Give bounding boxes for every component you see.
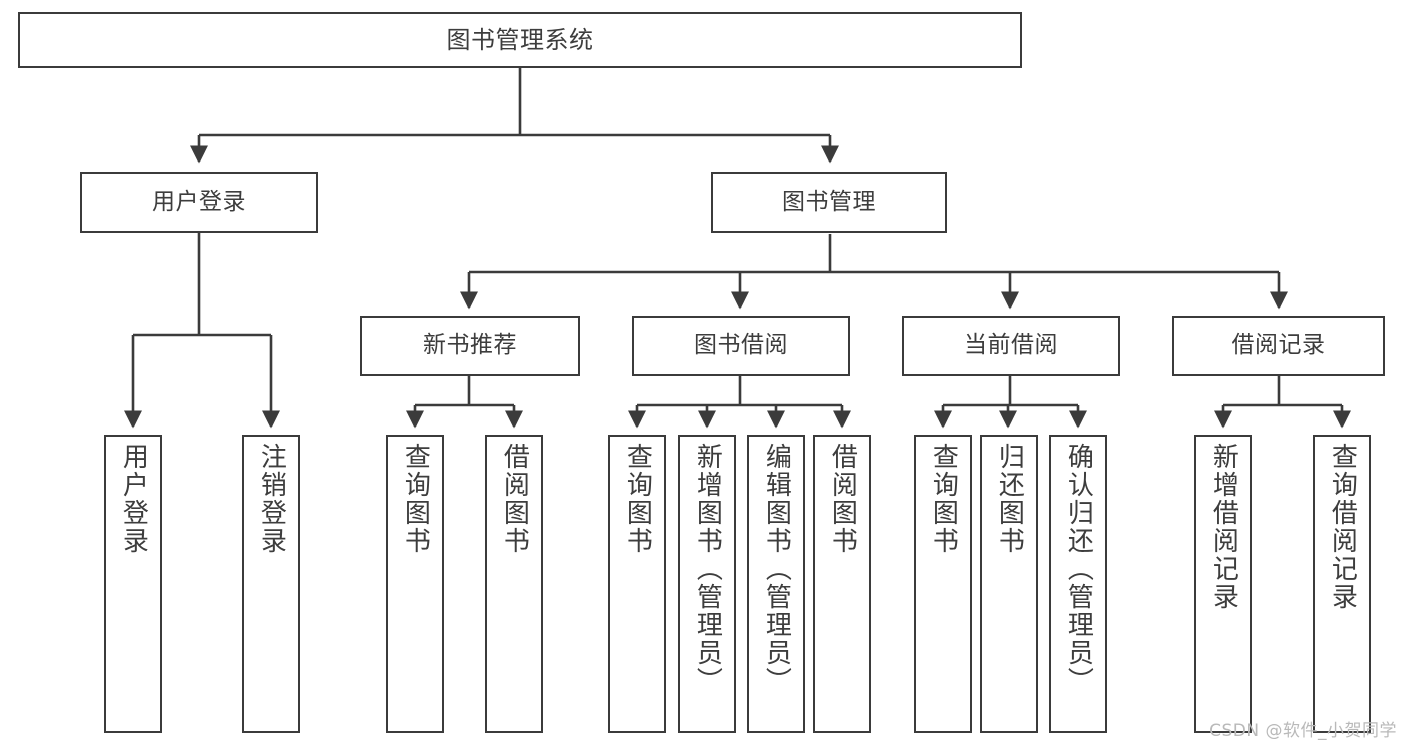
node-label: 归还图书 (994, 443, 1025, 555)
node-label: 编辑图书（管理员） (761, 443, 792, 695)
node-book-borrow[interactable]: 图书借阅 (632, 316, 850, 376)
node-root-book-management-system[interactable]: 图书管理系统 (18, 12, 1022, 68)
node-label: 当前借阅 (964, 332, 1058, 359)
node-label: 图书借阅 (694, 332, 788, 359)
node-label: 新增图书（管理员） (692, 443, 723, 695)
leaf-query-book-3[interactable]: 查询图书 (914, 435, 972, 733)
node-label: 借阅记录 (1231, 332, 1326, 359)
leaf-borrow-book-2[interactable]: 借阅图书 (813, 435, 871, 733)
node-new-book-recommend[interactable]: 新书推荐 (360, 316, 580, 376)
node-user-login[interactable]: 用户登录 (80, 172, 318, 233)
leaf-logout[interactable]: 注销登录 (242, 435, 300, 733)
node-label: 借阅图书 (827, 443, 858, 555)
node-current-borrow[interactable]: 当前借阅 (902, 316, 1120, 376)
leaf-confirm-return[interactable]: 确认归还（管理员） (1049, 435, 1107, 733)
leaf-query-book-1[interactable]: 查询图书 (386, 435, 444, 733)
node-label: 用户登录 (152, 188, 246, 215)
node-label: 借阅图书 (499, 443, 530, 555)
leaf-user-login[interactable]: 用户登录 (104, 435, 162, 733)
leaf-borrow-book-1[interactable]: 借阅图书 (485, 435, 543, 733)
node-label: 用户登录 (118, 443, 149, 555)
node-label: 新增借阅记录 (1208, 443, 1239, 611)
watermark-text: CSDN @软件_小贺同学 (1209, 721, 1397, 741)
node-book-manage[interactable]: 图书管理 (711, 172, 947, 233)
node-label: 查询图书 (928, 443, 959, 555)
leaf-query-record[interactable]: 查询借阅记录 (1313, 435, 1371, 733)
node-label: 图书管理 (782, 188, 876, 215)
node-label: 确认归还（管理员） (1063, 443, 1094, 695)
leaf-add-book[interactable]: 新增图书（管理员） (678, 435, 736, 733)
node-label: 查询借阅记录 (1327, 443, 1358, 611)
node-label: 图书管理系统 (446, 25, 594, 54)
leaf-edit-book[interactable]: 编辑图书（管理员） (747, 435, 805, 733)
node-label: 查询图书 (622, 443, 653, 555)
node-borrow-record[interactable]: 借阅记录 (1172, 316, 1385, 376)
node-label: 新书推荐 (423, 332, 517, 359)
node-label: 查询图书 (400, 443, 431, 555)
leaf-return-book[interactable]: 归还图书 (980, 435, 1038, 733)
node-label: 注销登录 (256, 443, 287, 555)
leaf-query-book-2[interactable]: 查询图书 (608, 435, 666, 733)
leaf-add-record[interactable]: 新增借阅记录 (1194, 435, 1252, 733)
